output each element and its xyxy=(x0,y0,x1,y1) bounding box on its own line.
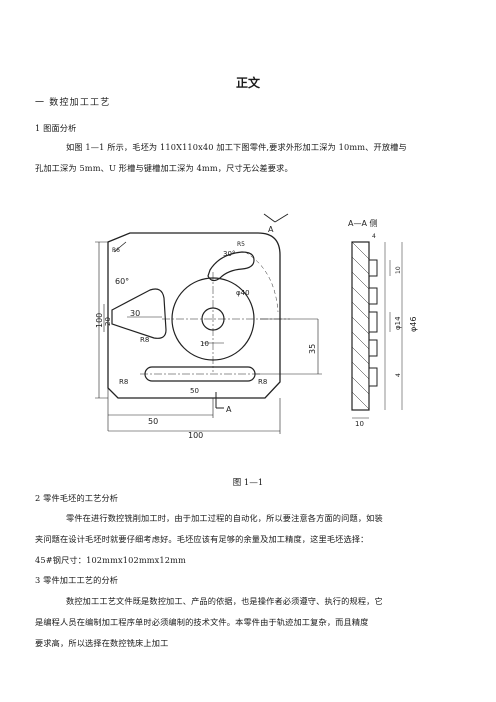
dim-phi40: φ40 xyxy=(236,289,250,297)
figure-caption: 图 1—1 xyxy=(232,478,264,488)
dim-r8-triangle: R8 xyxy=(140,336,149,344)
dim-r8-bottom-left: R8 xyxy=(119,378,128,386)
side-dim-4-bottom: 4 xyxy=(395,373,402,377)
section-cut-marker xyxy=(263,213,289,223)
dim-10: 10 xyxy=(200,340,209,348)
paragraph-1-line-1: 如图 1—1 所示，毛坯为 110X110x40 加工下图零件,要求外形加工深为… xyxy=(66,142,407,152)
part-outline xyxy=(107,232,281,399)
side-view-section xyxy=(351,241,403,419)
dim-r5: R5 xyxy=(237,241,245,248)
section-heading-1: 一 数控加工工艺 xyxy=(35,98,111,108)
subsection-heading-2: 2 零件毛坯的工艺分析 xyxy=(35,493,119,503)
dim-r6-top: R6 xyxy=(112,247,120,254)
top-left-corner-detail xyxy=(107,232,131,253)
paragraph-3-line-3: 要求高，所以选择在数控铣床上加工 xyxy=(35,638,169,648)
section-label: A—A 侧 xyxy=(348,218,378,228)
dim-30: 30 xyxy=(130,309,140,318)
side-dim-4-top: 4 xyxy=(372,233,376,240)
subsection-heading-1: 1 图面分析 xyxy=(35,123,77,133)
side-dim-10: 10 xyxy=(395,266,402,274)
subsection-heading-3: 3 零件加工工艺的分析 xyxy=(35,575,119,585)
dim-60-degree: 60° xyxy=(115,277,129,286)
paragraph-2-line-2: 夹问题在设计毛坯时就要仔细考虑好。毛坯应该有足够的余量及加工精度，这里毛坯选择： xyxy=(35,534,369,544)
dim-r8-bottom-right: R8 xyxy=(258,378,267,386)
paragraph-2-line-1: 零件在进行数控铣削加工时，由于加工过程的自动化，所以要注意各方面的问题，如装 xyxy=(66,513,383,523)
page-title: 正文 xyxy=(235,76,260,90)
side-dim-10-bottom: 10 xyxy=(355,420,364,428)
cut-marker-bottom: A xyxy=(226,405,232,414)
triangular-slot xyxy=(111,288,167,339)
paragraph-1-line-2: 孔加工深为 5mm、U 形槽与键槽加工深为 4mm，尺寸无公差要求。 xyxy=(35,163,293,173)
dim-50-bottom: 50 xyxy=(148,417,158,426)
cut-marker-label: A xyxy=(268,225,274,234)
side-dim-phi14: φ14 xyxy=(394,316,402,330)
dim-30-degree: 30° xyxy=(223,250,235,258)
paragraph-3-line-1: 数控加工工艺文件既是数控加工、产品的依据，也是操作者必须遵守、执行的规程，它 xyxy=(66,596,383,606)
paragraph-2-line-3: 45#钢尺寸：102mmx102mmx12mm xyxy=(35,555,186,565)
dim-20: 20 xyxy=(104,317,112,326)
dim-100-left: 100 xyxy=(95,313,104,328)
part-drawing-figure: A—A 侧 A R6 60° 30° R5 φ40 30 R8 10 R8 R8… xyxy=(95,213,418,438)
dim-35: 35 xyxy=(308,344,317,354)
paragraph-3-line-2: 是编程人员在编制加工程序单时必须编制的技术文件。本零件由于轨迹加工复杂，而且精度 xyxy=(35,617,369,627)
u-shaped-slot xyxy=(207,251,255,282)
dim-50-slot: 50 xyxy=(190,387,199,395)
dim-100-bottom: 100 xyxy=(188,431,203,438)
side-dim-phi46: φ46 xyxy=(409,317,418,332)
